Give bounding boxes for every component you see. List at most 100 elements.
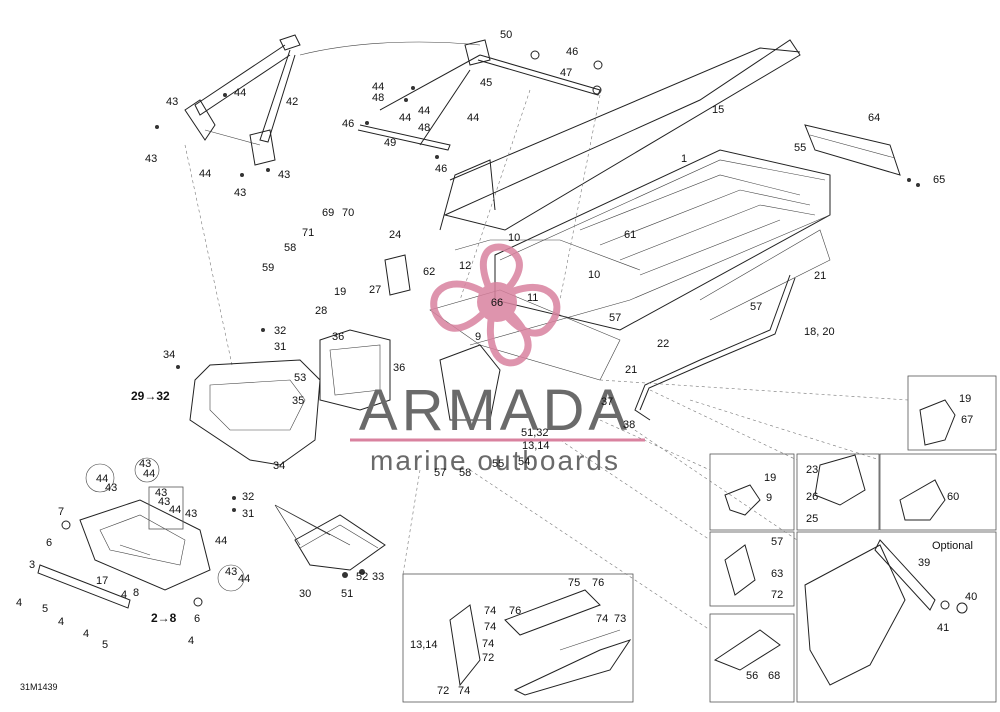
- callout: 51: [341, 588, 353, 600]
- callout: 56: [746, 670, 758, 682]
- callout: 37: [601, 396, 613, 408]
- callout: 4: [188, 635, 194, 647]
- callout: 6: [194, 613, 200, 625]
- callout: 43: [139, 458, 151, 470]
- callout: 48: [418, 122, 430, 134]
- callout: 70: [342, 207, 354, 219]
- callout: 31: [242, 508, 254, 520]
- callout: 44: [215, 535, 227, 547]
- callout: 1: [681, 153, 687, 165]
- watermark-tagline: marine outboards: [370, 445, 620, 476]
- callout: 51,32: [521, 427, 549, 439]
- callout: 15: [712, 104, 724, 116]
- callout: 57: [771, 536, 783, 548]
- callout: 44: [238, 573, 250, 585]
- callout: 44: [372, 81, 384, 93]
- callout: 55: [794, 142, 806, 154]
- callout: 43: [278, 169, 290, 181]
- callout: 34: [163, 349, 175, 361]
- callout: 67: [961, 414, 973, 426]
- callout: 3: [29, 559, 35, 571]
- callout: 7: [58, 506, 64, 518]
- callout: 43: [185, 508, 197, 520]
- callout: 18, 20: [804, 326, 835, 338]
- callout: 21: [625, 364, 637, 376]
- callout: 2→8: [151, 611, 177, 625]
- callout: 62: [423, 266, 435, 278]
- callout: 74: [482, 638, 494, 650]
- callout: 53: [294, 372, 306, 384]
- callout: 57: [750, 301, 762, 313]
- callout: 71: [302, 227, 314, 239]
- callout: 72: [482, 652, 494, 664]
- detail-boxes: [148, 375, 997, 703]
- rear-grab-handle: [634, 274, 796, 421]
- callout: 74: [458, 685, 470, 697]
- callout: 40: [965, 591, 977, 603]
- callout: 11: [527, 292, 538, 304]
- steering-a-frame: [184, 34, 481, 366]
- callout: 57: [609, 312, 621, 324]
- callout: 44: [96, 473, 108, 485]
- callout: 59: [262, 262, 274, 274]
- callout: 30: [299, 588, 311, 600]
- callout: 41: [937, 622, 949, 634]
- callout: 74: [484, 621, 496, 633]
- callout: 4: [121, 589, 127, 601]
- callout: 25: [806, 513, 818, 525]
- callout: 43: [155, 487, 167, 499]
- callout: 64: [868, 112, 880, 124]
- callout: 36: [332, 331, 344, 343]
- callout: 17: [96, 575, 108, 587]
- watermark-brand: ARMADA: [359, 378, 631, 443]
- watermark-text-group: ARMADA marine outboards: [350, 378, 645, 476]
- callout: 43: [158, 496, 170, 508]
- callout: 10: [588, 269, 600, 281]
- callout: 44: [418, 105, 430, 117]
- callout: 46: [566, 46, 578, 58]
- callout: 27: [369, 284, 381, 296]
- callout: 76: [509, 605, 521, 617]
- callout: 58: [284, 242, 296, 254]
- callout: 19: [334, 286, 346, 298]
- rear-end-cap: [804, 124, 901, 176]
- callout: 28: [315, 305, 327, 317]
- callout: 31: [274, 341, 286, 353]
- callout: 43: [234, 187, 246, 199]
- callout: 68: [768, 670, 780, 682]
- callout: 35: [292, 395, 304, 407]
- watermark-emblem-number: 66: [491, 297, 503, 309]
- callout: 44: [467, 112, 479, 124]
- callout: 44: [234, 87, 246, 99]
- callout: 58: [459, 467, 471, 479]
- callout: 4: [16, 597, 22, 609]
- detail-drawings: [449, 399, 968, 696]
- callout: 43: [225, 566, 237, 578]
- callout: 21: [814, 270, 826, 282]
- diagram-code: 31M1439: [20, 682, 58, 692]
- callout: 29→32: [131, 389, 170, 403]
- callout: 45: [480, 77, 492, 89]
- callout: 46: [342, 118, 354, 130]
- callout: 32: [274, 325, 286, 337]
- callout: 52: [356, 571, 368, 583]
- callout: 9: [475, 331, 481, 343]
- callout: 34: [273, 460, 285, 472]
- callout: 9: [766, 492, 772, 504]
- callout: 13,14: [522, 440, 550, 452]
- callout: 74: [596, 613, 608, 625]
- callout: 69: [322, 207, 334, 219]
- callout: 44: [169, 504, 181, 516]
- callout: 44: [143, 468, 155, 480]
- callout: 39: [918, 557, 930, 569]
- callout: 19: [764, 472, 776, 484]
- callout: 60: [947, 491, 959, 503]
- callout: 61: [624, 229, 636, 241]
- callout: 4: [58, 616, 64, 628]
- callout: 47: [560, 67, 572, 79]
- callout: 43: [145, 153, 157, 165]
- callout: 32: [242, 491, 254, 503]
- callout: 23: [806, 464, 818, 476]
- callout: 6: [46, 537, 52, 549]
